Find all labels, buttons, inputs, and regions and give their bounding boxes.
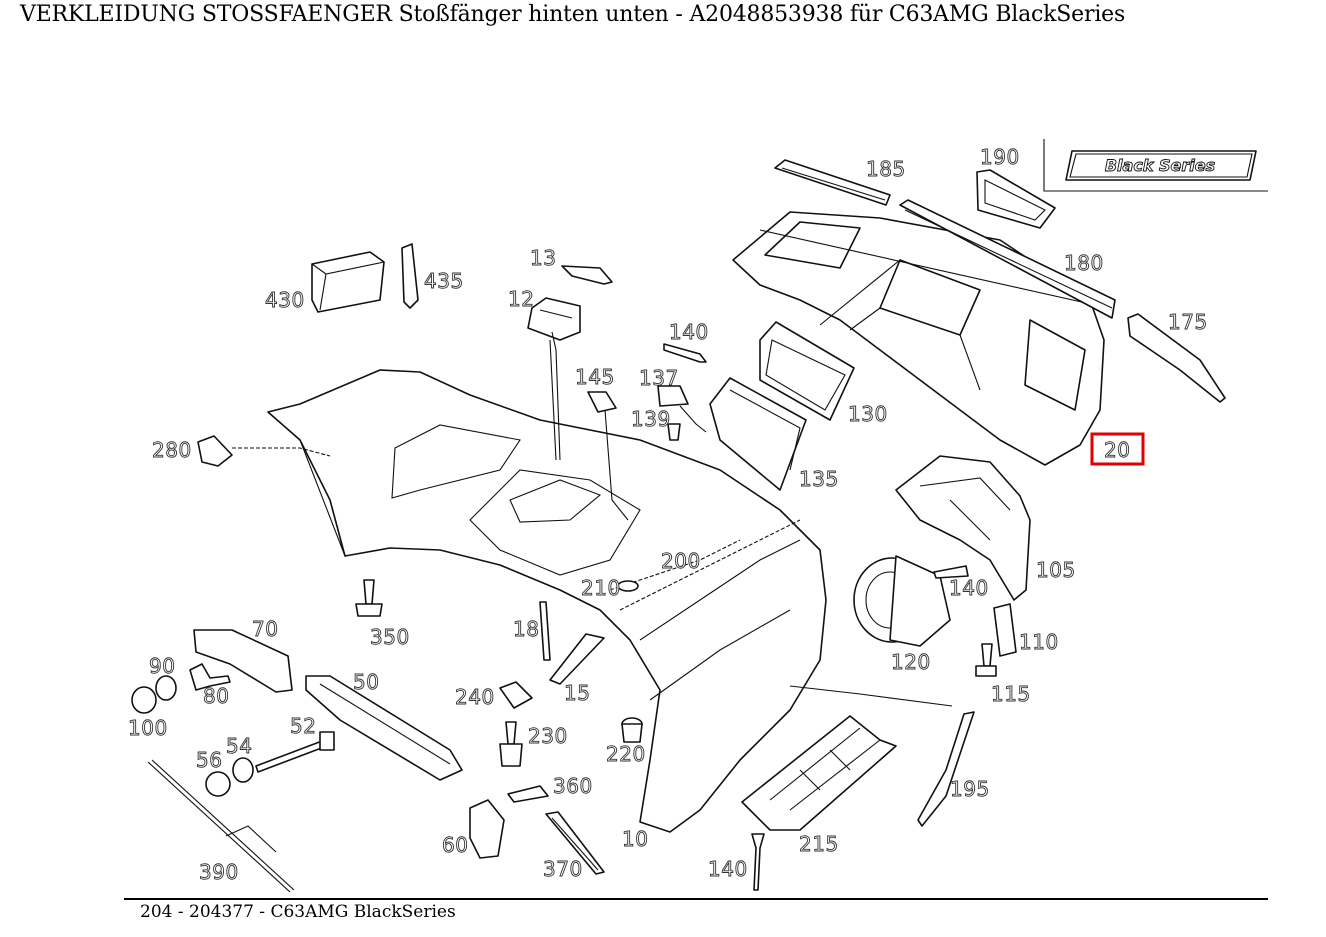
part-label-390[interactable]: 390 bbox=[199, 860, 239, 885]
part-140-pin-top bbox=[663, 343, 707, 363]
part-190-frame bbox=[976, 169, 1056, 229]
part-56-nut bbox=[205, 771, 231, 797]
part-120-housing bbox=[853, 555, 951, 647]
part-430-module bbox=[311, 251, 385, 313]
part-220-cap bbox=[621, 717, 643, 743]
part-label-60[interactable]: 60 bbox=[442, 833, 469, 858]
part-175-trim-strip bbox=[1127, 313, 1226, 403]
part-50-beam bbox=[305, 675, 463, 781]
part-label-140-bottom[interactable]: 140 bbox=[708, 857, 748, 882]
part-130-frame bbox=[759, 321, 855, 421]
part-label-10[interactable]: 10 bbox=[622, 827, 649, 852]
part-180-trim-strip bbox=[899, 199, 1116, 319]
part-label-190[interactable]: 190 bbox=[980, 145, 1020, 170]
part-240-clip bbox=[499, 681, 533, 709]
part-label-145[interactable]: 145 bbox=[575, 365, 615, 390]
part-label-435[interactable]: 435 bbox=[424, 269, 464, 294]
part-15-bracket bbox=[549, 633, 605, 685]
part-label-210[interactable]: 210 bbox=[581, 576, 621, 601]
footer-text: 204 - 204377 - C63AMG BlackSeries bbox=[140, 902, 456, 922]
part-350-screw bbox=[355, 579, 383, 617]
part-140-pin-bottom bbox=[751, 833, 765, 891]
part-label-54[interactable]: 54 bbox=[226, 734, 253, 759]
part-label-350[interactable]: 350 bbox=[370, 625, 410, 650]
part-60-bracket bbox=[469, 799, 505, 859]
part-label-18[interactable]: 18 bbox=[513, 617, 540, 642]
part-145-clip bbox=[587, 391, 629, 521]
part-215-guide bbox=[741, 715, 897, 831]
part-label-135[interactable]: 135 bbox=[799, 467, 839, 492]
part-100-nut bbox=[131, 686, 157, 714]
part-label-370[interactable]: 370 bbox=[543, 857, 583, 882]
part-label-110[interactable]: 110 bbox=[1019, 630, 1059, 655]
part-label-90[interactable]: 90 bbox=[149, 654, 176, 679]
part-label-20[interactable]: 20 bbox=[1104, 438, 1131, 463]
part-230-screw bbox=[499, 721, 523, 767]
part-20-diffuser bbox=[732, 211, 1105, 466]
part-label-139[interactable]: 139 bbox=[631, 407, 671, 432]
part-54-washer bbox=[232, 757, 254, 783]
part-label-120[interactable]: 120 bbox=[891, 650, 931, 675]
part-label-130[interactable]: 130 bbox=[848, 402, 888, 427]
part-185-trim-strip bbox=[774, 159, 891, 206]
part-195-strip bbox=[917, 711, 975, 827]
part-label-175[interactable]: 175 bbox=[1168, 310, 1208, 335]
part-label-220[interactable]: 220 bbox=[606, 742, 646, 767]
part-115-screw bbox=[975, 643, 997, 677]
part-label-70[interactable]: 70 bbox=[252, 617, 279, 642]
part-435-strip bbox=[401, 243, 419, 309]
part-label-430[interactable]: 430 bbox=[265, 288, 305, 313]
part-70-bracket bbox=[193, 629, 293, 693]
part-390-cable bbox=[147, 759, 295, 893]
part-210-washer bbox=[617, 580, 639, 592]
part-140-pin-middle bbox=[933, 565, 969, 579]
part-label-280[interactable]: 280 bbox=[152, 438, 192, 463]
part-label-240[interactable]: 240 bbox=[455, 685, 495, 710]
part-label-230[interactable]: 230 bbox=[528, 724, 568, 749]
footer-divider bbox=[124, 898, 1268, 900]
part-200-strip bbox=[609, 539, 741, 591]
part-label-360[interactable]: 360 bbox=[553, 774, 593, 799]
part-label-105[interactable]: 105 bbox=[1036, 558, 1076, 583]
part-360-pad bbox=[507, 785, 549, 803]
part-80-bolt bbox=[189, 663, 231, 691]
part-label-140-top[interactable]: 140 bbox=[669, 320, 709, 345]
part-label-195[interactable]: 195 bbox=[950, 777, 990, 802]
part-370-strip bbox=[545, 811, 605, 875]
black-series-badge: Black Series bbox=[1043, 139, 1268, 192]
part-label-15[interactable]: 15 bbox=[564, 681, 591, 706]
part-label-13[interactable]: 13 bbox=[530, 246, 557, 271]
part-label-50[interactable]: 50 bbox=[353, 670, 380, 695]
part-label-100[interactable]: 100 bbox=[128, 716, 168, 741]
part-label-80[interactable]: 80 bbox=[203, 684, 230, 709]
part-52-bolt bbox=[255, 731, 335, 773]
part-135-duct bbox=[709, 377, 807, 491]
part-label-200[interactable]: 200 bbox=[661, 549, 701, 574]
part-labels: 185 190 180 175 430 435 13 12 140 145 13… bbox=[128, 145, 1208, 885]
part-90-washer bbox=[155, 675, 177, 701]
highlight-box bbox=[1090, 432, 1145, 466]
part-label-140-middle[interactable]: 140 bbox=[949, 576, 989, 601]
part-label-52[interactable]: 52 bbox=[290, 714, 317, 739]
badge-text: Black Series bbox=[1105, 156, 1215, 175]
part-label-56[interactable]: 56 bbox=[196, 748, 223, 773]
part-139-screw bbox=[667, 423, 681, 441]
part-12-bracket bbox=[527, 297, 581, 461]
part-105-liner bbox=[895, 455, 1031, 601]
part-18-pin bbox=[539, 601, 551, 661]
part-280-bracket bbox=[197, 435, 331, 467]
part-label-115[interactable]: 115 bbox=[991, 682, 1031, 707]
part-label-137[interactable]: 137 bbox=[639, 366, 679, 391]
page-title: VERKLEIDUNG STOSSFAENGER Stoßfänger hint… bbox=[20, 2, 1126, 27]
part-label-215[interactable]: 215 bbox=[799, 832, 839, 857]
highlighted-part-20[interactable]: 20 bbox=[1090, 432, 1145, 466]
part-label-185[interactable]: 185 bbox=[866, 157, 906, 182]
part-13-clip bbox=[561, 265, 613, 285]
part-10-bumper-cover bbox=[267, 369, 827, 833]
part-label-12[interactable]: 12 bbox=[508, 287, 535, 312]
part-110-bracket bbox=[993, 603, 1017, 657]
part-137-clip bbox=[657, 385, 707, 433]
part-label-180[interactable]: 180 bbox=[1064, 251, 1104, 276]
